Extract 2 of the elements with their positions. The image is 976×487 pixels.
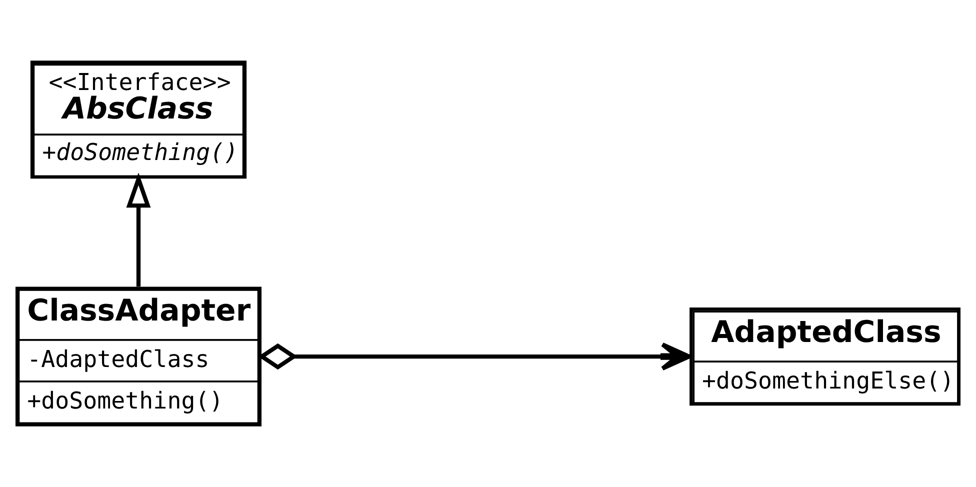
arrow (126, 172, 151, 287)
node-box: ClassAdapter -AdaptedClass +doSomething() (16, 286, 262, 426)
